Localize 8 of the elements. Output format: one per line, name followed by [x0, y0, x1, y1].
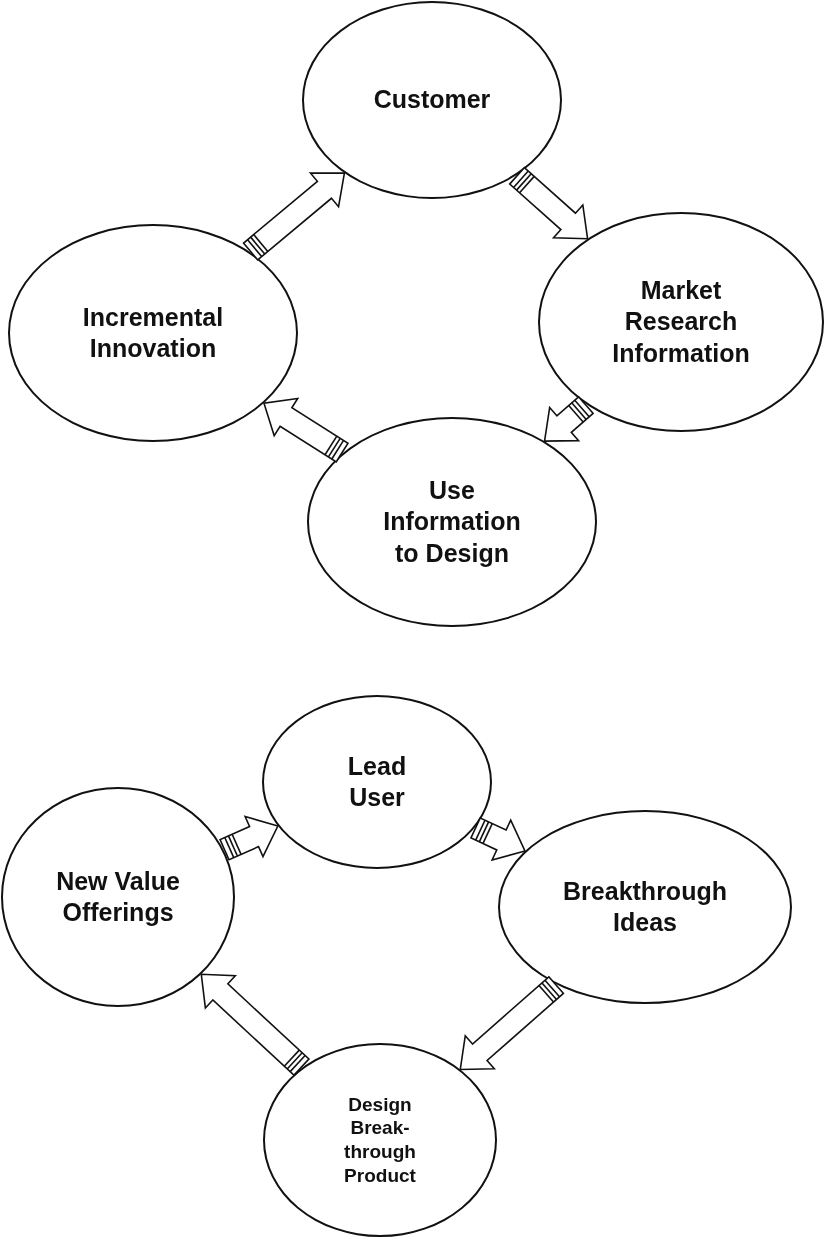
node-text: New Value Offerings — [55, 865, 181, 928]
node-text: Incremental Innovation — [81, 301, 225, 364]
node-text: Lead User — [346, 750, 408, 813]
node-text: Market Research Information — [611, 275, 751, 369]
node-text: Breakthrough Ideas — [562, 875, 728, 938]
node-text: Customer — [372, 84, 492, 116]
node-text: Design Break-through Product — [343, 1092, 417, 1188]
node-text: Use Information to Design — [382, 475, 522, 569]
